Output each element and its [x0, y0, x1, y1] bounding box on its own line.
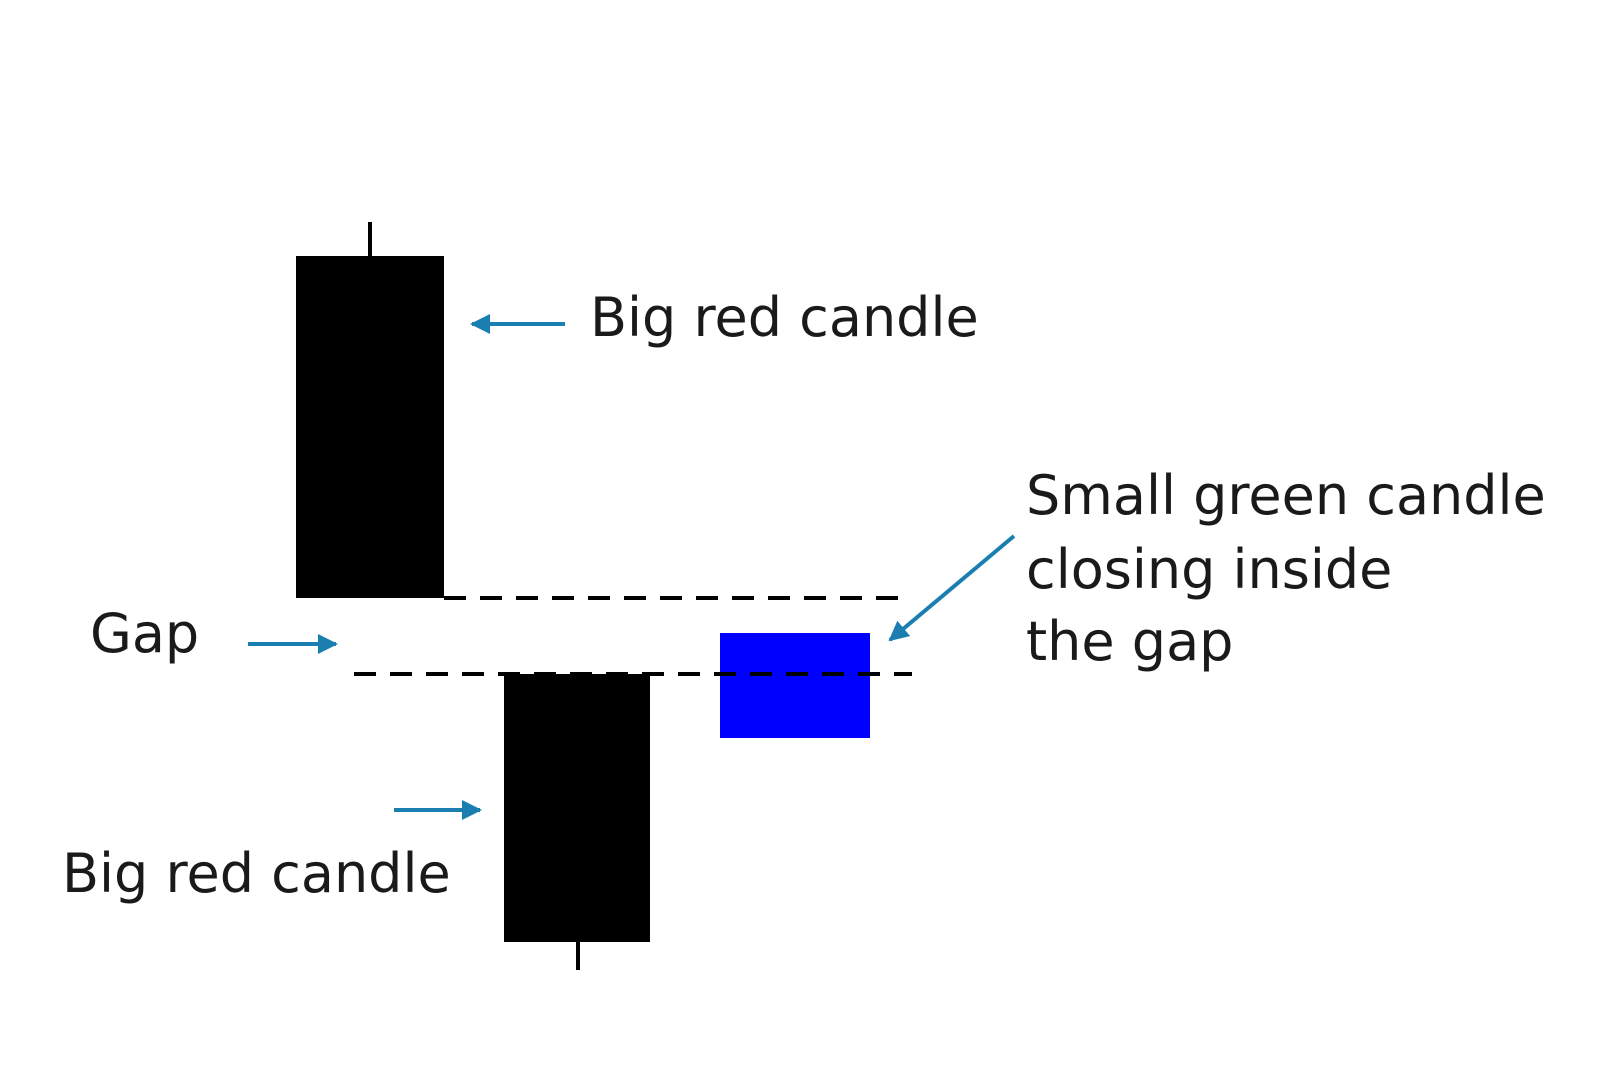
small-candle-label-line-3: the gap [1026, 610, 1233, 673]
bottom-big-candle [504, 674, 650, 942]
small-candle-label-line-2: closing inside [1026, 538, 1392, 601]
gap-label: Gap [90, 602, 199, 665]
small-candle [720, 633, 870, 738]
top-big-candle [296, 256, 444, 598]
top-candle-label: Big red candle [590, 286, 979, 349]
small-candle-label-line-1: Small green candle [1026, 464, 1546, 527]
bottom-candle-label: Big red candle [62, 842, 451, 905]
small-candle-arrow [888, 534, 1016, 642]
